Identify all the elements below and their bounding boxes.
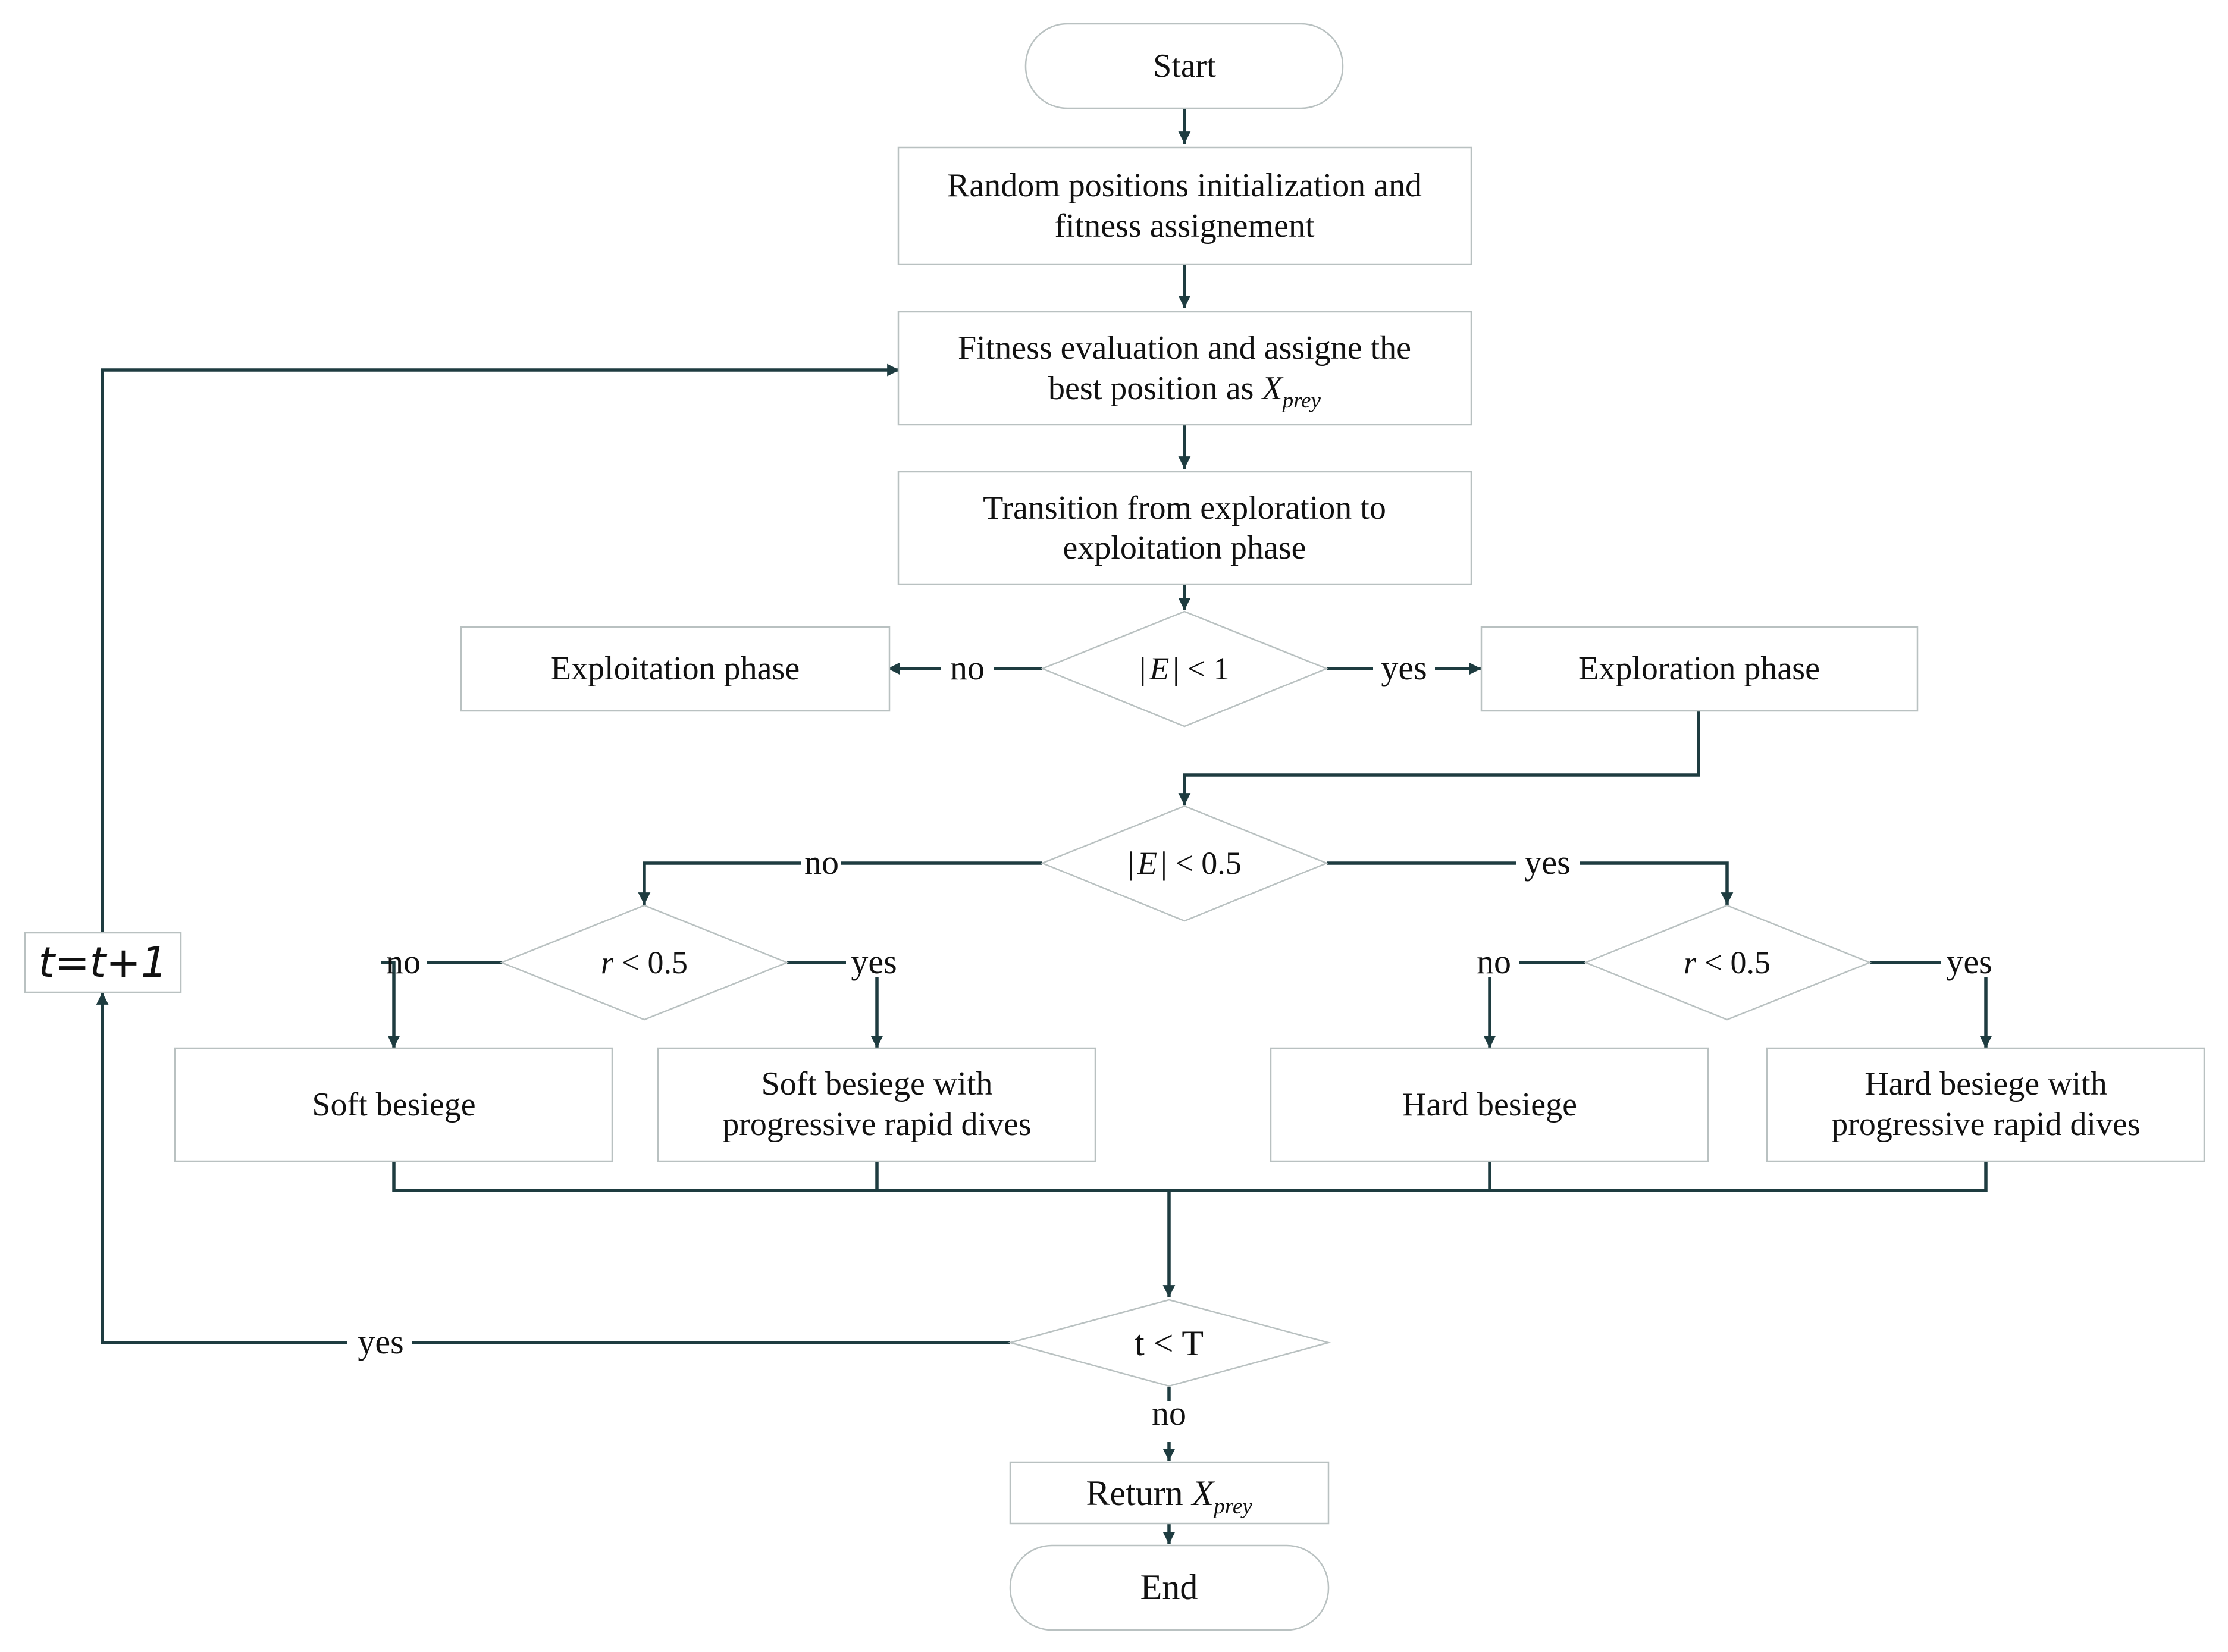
- label-e1-yes: yes: [1381, 648, 1427, 687]
- decision-r-right-label: r < 0.5: [1684, 945, 1771, 980]
- hard-besiege-dives-line2: progressive rapid dives: [1831, 1106, 2140, 1143]
- start-label: Start: [1153, 48, 1216, 84]
- arrow-e05-yes-to-r-right: [1580, 861, 1734, 905]
- return-node: Return Xprey: [1009, 1461, 1330, 1525]
- decision-e05-label: |E| < 0.5: [1127, 845, 1242, 881]
- exploration-label: Exploration phase: [1578, 650, 1820, 687]
- soft-besiege-dives-line1: Soft besiege with: [762, 1065, 993, 1102]
- decision-r-left-post: < 0.5: [613, 945, 688, 980]
- arrow-r-left-no-to-soft: [381, 961, 400, 1048]
- label-t-no: no: [1152, 1394, 1186, 1432]
- label-r-left-no: no: [386, 942, 421, 981]
- soft-besiege-dives-line2: progressive rapid dives: [722, 1106, 1031, 1143]
- exploitation-label: Exploitation phase: [551, 650, 800, 687]
- counter-label: t=t+1: [39, 938, 168, 987]
- exploitation-node: Exploitation phase: [460, 626, 891, 712]
- label-t-yes: yes: [358, 1322, 403, 1361]
- end-label: End: [1140, 1568, 1198, 1607]
- label-e1-no: no: [950, 648, 985, 687]
- soft-besiege-label: Soft besiege: [312, 1086, 475, 1123]
- decision-e1-label: |E| < 1: [1139, 651, 1229, 686]
- hard-besiege-dives-line1: Hard besiege with: [1864, 1065, 2107, 1102]
- decision-t-label: t < T: [1135, 1324, 1204, 1363]
- return-label: Return Xprey: [1086, 1474, 1252, 1519]
- return-sub: prey: [1212, 1494, 1252, 1519]
- init-label-line1: Random positions initialization and: [947, 167, 1422, 204]
- decision-t: t < T: [1007, 1299, 1331, 1387]
- hard-besiege-label: Hard besiege: [1402, 1086, 1577, 1123]
- connectors: [96, 108, 1992, 1544]
- label-r-left-yes: yes: [851, 942, 897, 981]
- decision-r-left-var: r: [601, 945, 614, 980]
- edge-labels: no yes no yes no yes no yes yes no: [358, 648, 1992, 1432]
- decision-e05-post: | < 0.5: [1161, 845, 1242, 881]
- decision-e1-var: E: [1149, 651, 1169, 686]
- label-e05-yes: yes: [1524, 843, 1570, 882]
- arrow-t-yes-to-counter: [96, 992, 347, 1344]
- decision-e05-var: E: [1137, 845, 1157, 881]
- decision-r-left: r < 0.5: [499, 904, 789, 1021]
- transition-node: Transition from exploration to exploitat…: [897, 471, 1472, 585]
- transition-label-line1: Transition from exploration to: [983, 490, 1386, 526]
- decision-e1-pre: |: [1139, 651, 1146, 686]
- decision-r-right-post: < 0.5: [1696, 945, 1771, 980]
- return-prefix: Return: [1086, 1474, 1192, 1513]
- decision-e1: |E| < 1: [1040, 610, 1329, 728]
- exploration-node: Exploration phase: [1480, 626, 1919, 712]
- arrow-counter-to-eval: [101, 363, 900, 933]
- arrow-exploration-to-e05: [1178, 711, 1700, 805]
- eval-label-line2: best position as Xprey: [1048, 370, 1321, 413]
- return-var: X: [1191, 1474, 1215, 1513]
- counter-node: t=t+1: [24, 932, 182, 993]
- init-label-line2: fitness assignement: [1054, 208, 1314, 244]
- soft-besiege-node: Soft besiege: [174, 1047, 613, 1162]
- counter-eq: =: [55, 938, 90, 987]
- counter-t1: t: [39, 938, 57, 987]
- label-e05-no: no: [804, 843, 839, 882]
- merge-bus: [392, 1161, 1988, 1192]
- decision-r-right: r < 0.5: [1583, 904, 1872, 1021]
- soft-besiege-dives-node: Soft besiege with progressive rapid dive…: [657, 1047, 1096, 1162]
- decision-e05-pre: |: [1127, 845, 1134, 881]
- start-node: Start: [1024, 23, 1344, 109]
- arrow-e05-no-to-r-left: [638, 861, 801, 905]
- counter-t2: t: [90, 938, 108, 987]
- label-r-right-no: no: [1477, 942, 1511, 981]
- init-node: Random positions initialization and fitn…: [897, 146, 1472, 265]
- counter-plus: +1: [106, 938, 167, 987]
- eval-label-line1: Fitness evaluation and assigne the: [958, 330, 1411, 366]
- eval-label-prefix: best position as: [1048, 370, 1262, 407]
- hard-besiege-dives-node: Hard besiege with progressive rapid dive…: [1766, 1047, 2205, 1162]
- decision-r-right-var: r: [1684, 945, 1697, 980]
- decision-e05: |E| < 0.5: [1040, 805, 1329, 922]
- decision-r-left-label: r < 0.5: [601, 945, 688, 980]
- end-node: End: [1009, 1544, 1330, 1631]
- transition-label-line2: exploitation phase: [1063, 529, 1306, 566]
- label-r-right-yes: yes: [1946, 942, 1992, 981]
- eval-var: X: [1261, 370, 1284, 407]
- eval-sub: prey: [1281, 388, 1321, 413]
- hard-besiege-node: Hard besiege: [1270, 1047, 1709, 1162]
- decision-e1-post: | < 1: [1173, 651, 1229, 686]
- eval-node: Fitness evaluation and assigne the best …: [897, 311, 1472, 426]
